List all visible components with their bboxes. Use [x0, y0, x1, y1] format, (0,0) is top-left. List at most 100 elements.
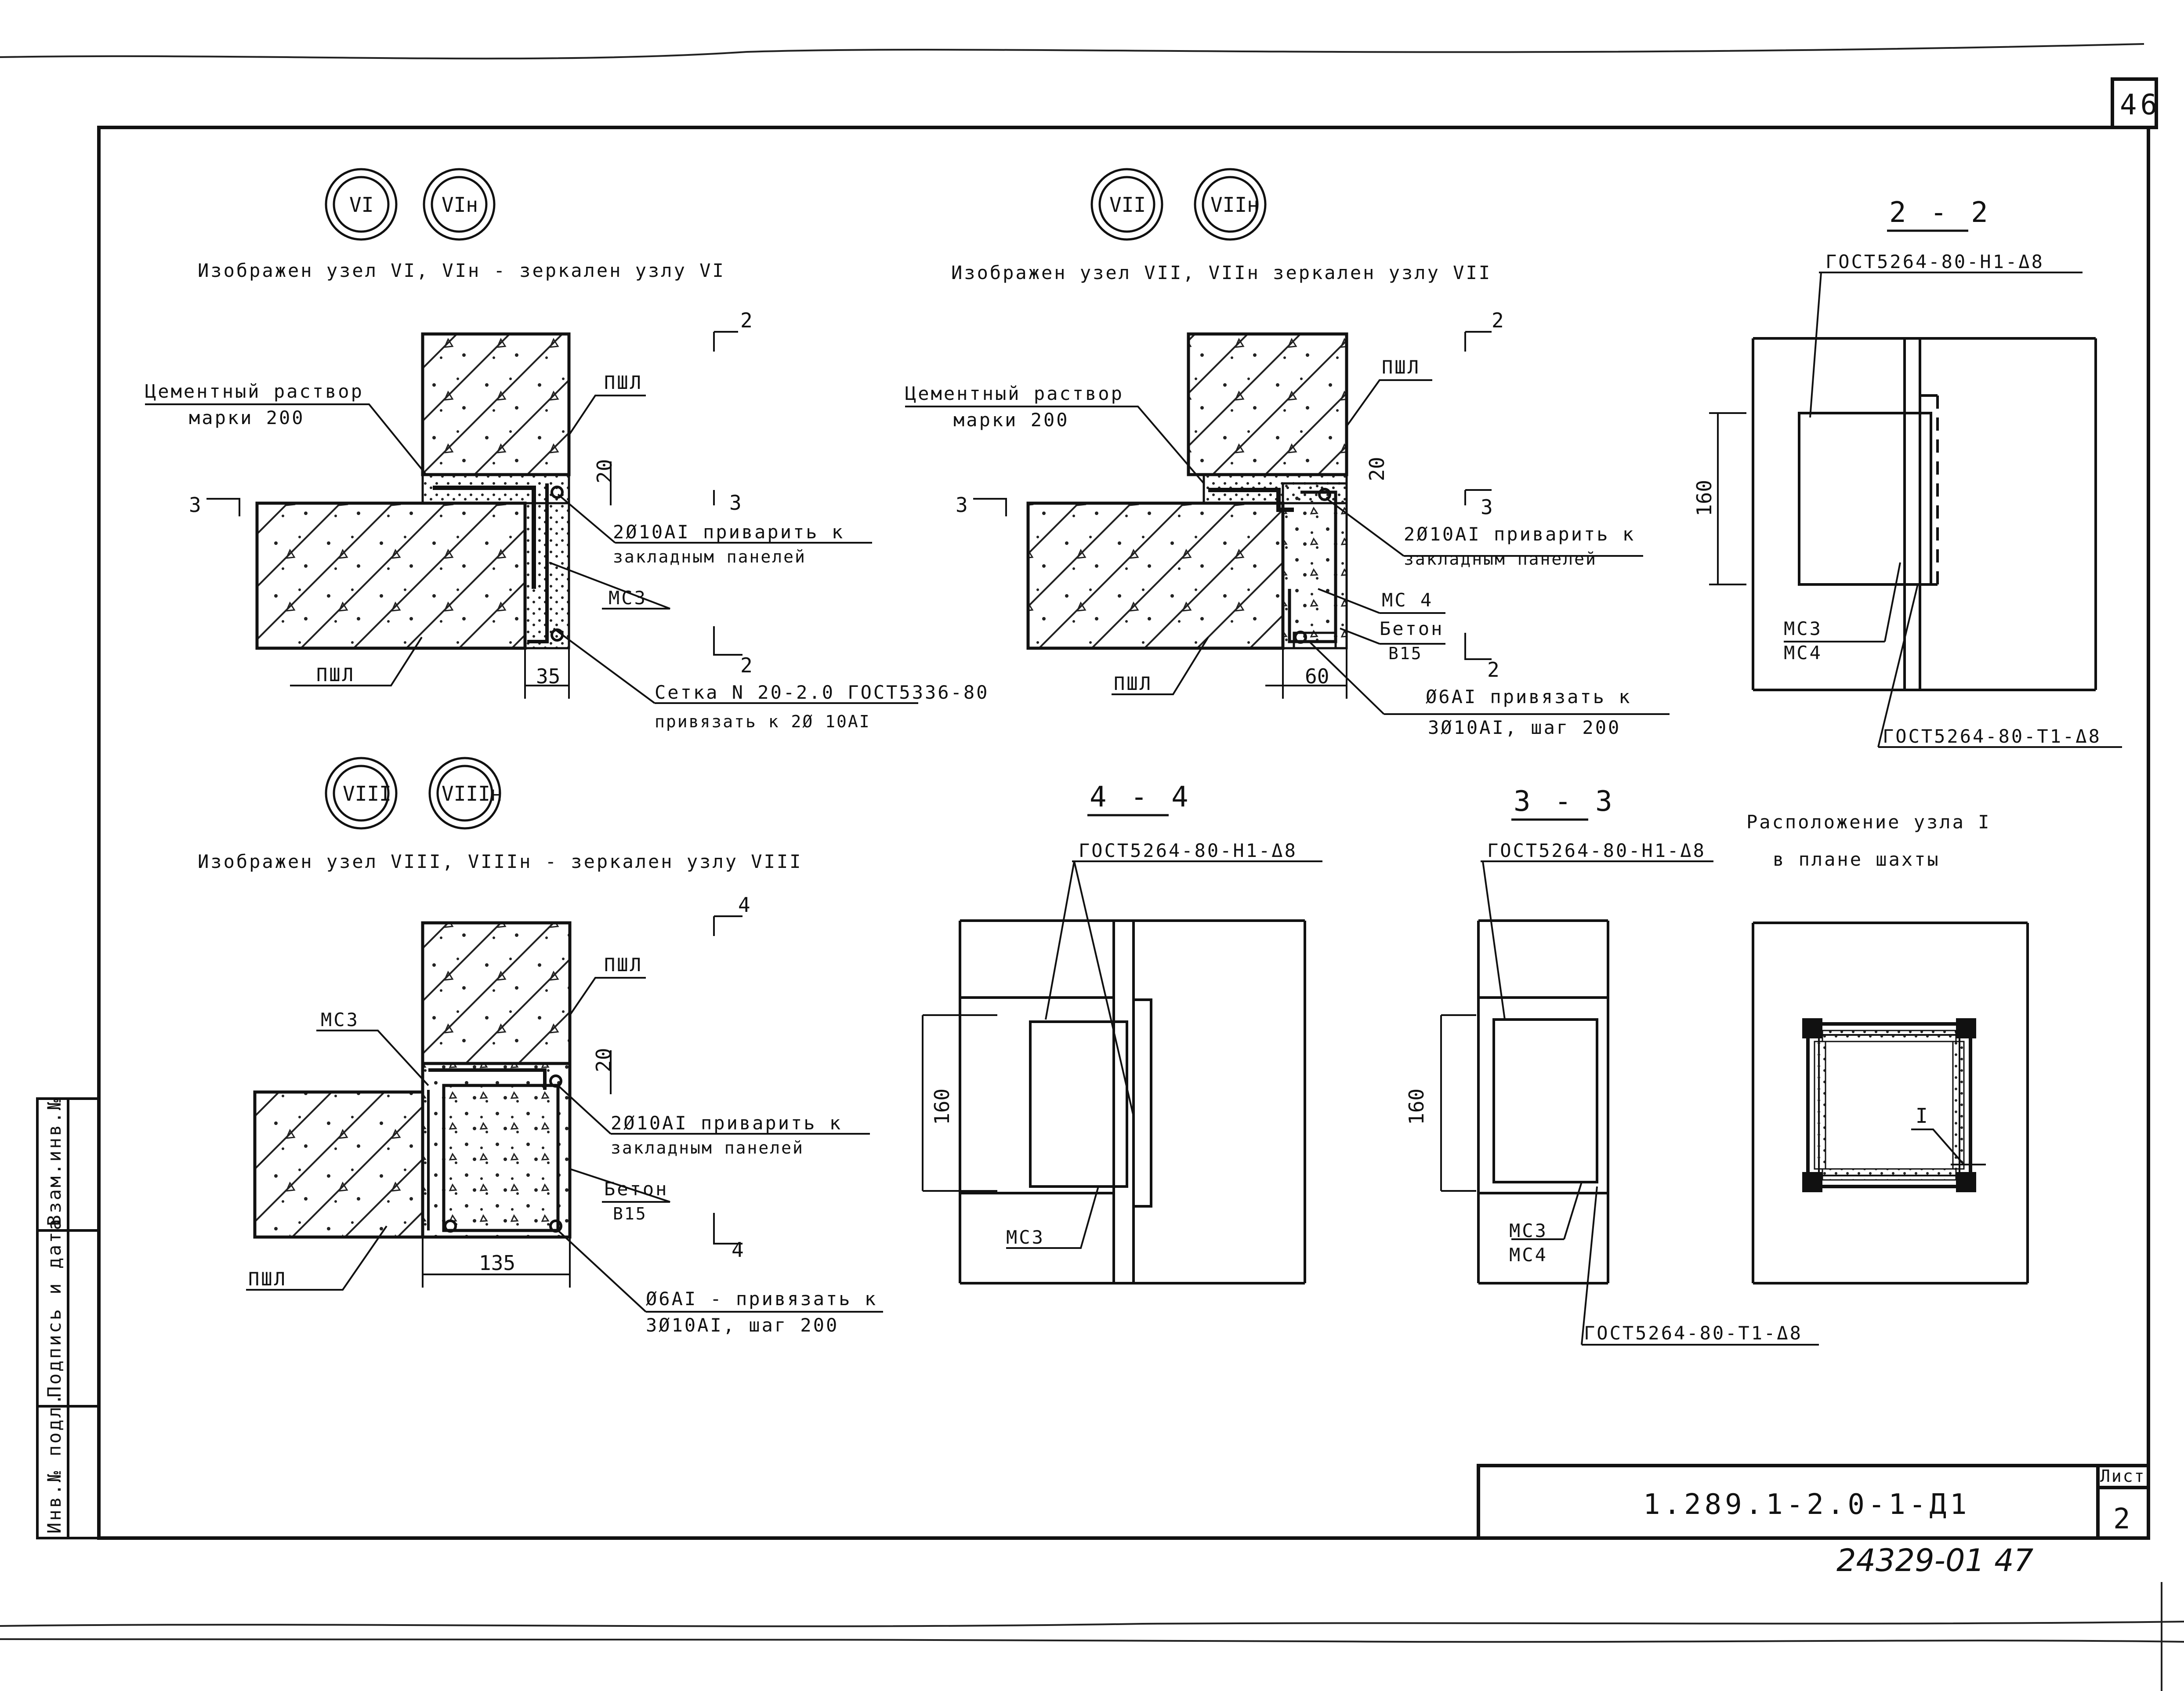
node-7-pshl-top: ПШЛ	[1382, 356, 1420, 378]
node-8-rebar-2: закладным панелей	[611, 1138, 804, 1158]
node-7-tie-1: Ø6АI привязать к	[1426, 686, 1632, 708]
stamp-col2: Подпись и дата	[43, 1217, 65, 1397]
node-7-cut2-top: 2	[1492, 308, 1504, 332]
section-22-title: 2 - 2	[1889, 196, 1992, 229]
node-8-badges	[325, 757, 501, 830]
node-6-pshl-top: ПШЛ	[604, 372, 643, 393]
section-44-mc: МС3	[1006, 1227, 1045, 1248]
node-7-concrete-class: В15	[1388, 644, 1423, 663]
node-7-mc: МС 4	[1382, 589, 1433, 611]
stamp-col3: Взам.инв.№	[43, 1097, 65, 1226]
node-7-mortar-1: Цементный раствор	[905, 383, 1124, 404]
node-7-mortar-2: марки 200	[953, 409, 1069, 431]
node-6-mesh-1: Сетка N 20-2.0 ГОСТ5336-80	[655, 682, 989, 703]
section-22-weld-top: ГОСТ5264-80-Н1-Δ8	[1825, 251, 2044, 272]
node-6-wall-panel	[421, 332, 571, 476]
section-22-weld-bottom: ГОСТ5264-80-Т1-Δ8	[1883, 726, 2101, 747]
corner-number: 46	[2120, 89, 2161, 121]
section-33-leaders	[1440, 860, 1819, 1346]
side-stamp	[36, 1097, 100, 1539]
node-8-embedded-plate	[428, 1068, 547, 1090]
node-7-concrete: Бетон	[1380, 618, 1444, 639]
node-8-pshl-top: ПШЛ	[604, 954, 643, 976]
node-6-dim-20: 20	[593, 459, 616, 483]
node-6-mortar-1: Цементный раствор	[145, 381, 364, 402]
node-7-caption: Изображен узел VII, VIIн зеркален узлу V…	[951, 262, 1492, 283]
node-7-badges	[1090, 168, 1267, 241]
node-8-pshl-bottom: ПШЛ	[248, 1268, 287, 1290]
node-6-badges	[325, 168, 496, 241]
node-6-pshl-bottom: ПШЛ	[316, 664, 355, 686]
node-8-dim-20: 20	[592, 1048, 616, 1072]
node-6-leaders	[145, 331, 918, 704]
section-44-drawing	[959, 919, 1306, 1285]
section-44-weld-top: ГОСТ5264-80-Н1-Δ8	[1079, 840, 1297, 861]
node-6-badge-a: VI	[349, 193, 373, 217]
node-7-leaders	[905, 331, 1670, 715]
section-44-title: 4 - 4	[1090, 781, 1192, 813]
plan-drawing	[1752, 922, 2029, 1285]
node-8-dim-135: 135	[479, 1251, 515, 1275]
node-6-mesh-2: привязать к 2Ø 10АI	[655, 712, 871, 731]
node-7-cut3-right: 3	[1481, 495, 1493, 519]
section-44-dim-160: 160	[930, 1089, 954, 1125]
node-6-caption: Изображен узел VI, VIн - зеркален узлу V…	[198, 260, 725, 281]
section-22-dim-160: 160	[1692, 480, 1716, 516]
node-8-caption: Изображен узел VIII, VIIIн - зеркален уз…	[198, 851, 802, 872]
node-7-rebar-2: закладным панелей	[1404, 549, 1597, 569]
node-8-badge-b: VIIIн	[442, 782, 502, 806]
node-6-dim-35: 35	[536, 664, 560, 688]
node-6-cut3-right: 3	[729, 491, 742, 515]
sheet-number: 2	[2113, 1503, 2134, 1535]
plan-node-mark: I	[1916, 1104, 1928, 1128]
section-33-mc-a: МС3	[1509, 1220, 1548, 1241]
node-7-badge-b: VIIн	[1210, 193, 1259, 217]
node-8-mc: МС3	[321, 1009, 359, 1031]
section-33-weld-bottom: ГОСТ5264-80-Т1-Δ8	[1584, 1322, 1803, 1344]
node-7-cut3-left: 3	[956, 493, 968, 517]
sheet-frame	[97, 77, 2158, 1540]
stamp-col1: Инв.№ подл.	[43, 1392, 65, 1534]
node-6-cut2-bottom: 2	[740, 653, 753, 677]
node-6-embedded-plate	[433, 486, 536, 589]
section-22-mc-a: МС3	[1784, 618, 1822, 639]
node-8-infill	[421, 1062, 572, 1239]
node-8-concrete: Бетон	[604, 1178, 668, 1200]
node-7-stirrup	[1293, 631, 1337, 650]
section-33-weld-top: ГОСТ5264-80-Н1-Δ8	[1487, 840, 1706, 861]
node-6-mc: МС3	[608, 587, 647, 609]
section-33-drawing	[1477, 919, 1609, 1285]
node-7-tie-2: 3Ø10АI, шаг 200	[1428, 717, 1621, 738]
node-7-cut2-bottom: 2	[1487, 658, 1499, 682]
node-6-badge-b: VIн	[442, 193, 478, 217]
archive-number: 24329-01 47	[1836, 1542, 2033, 1579]
plan-title-1: Расположение узла I	[1746, 811, 1991, 833]
plan-leaders	[1911, 1129, 1965, 1165]
node-8-cut4-top: 4	[738, 893, 750, 917]
section-22-leaders	[1709, 272, 2122, 748]
section-33-title: 3 - 3	[1514, 785, 1616, 818]
node-7-floor-panel	[1026, 501, 1285, 650]
node-7-rebar-1: 2Ø10АI приварить к	[1404, 523, 1635, 545]
node-6-rebar	[551, 486, 564, 499]
sheet-label: Лист	[2100, 1466, 2146, 1486]
title-block	[1477, 1464, 2150, 1540]
node-7-detail	[1026, 332, 1348, 699]
node-7-pshl-bottom: ПШЛ	[1114, 673, 1152, 694]
node-6-rebar-2: закладным панелей	[613, 547, 806, 566]
node-8-detail	[253, 921, 612, 1288]
node-8-tie-1: Ø6АI - привязать к	[646, 1288, 877, 1310]
node-7-embedded-plate	[1208, 488, 1294, 512]
node-8-concrete-class: В15	[613, 1204, 647, 1223]
drawing-designation: 1.289.1-2.0-1-Д1	[1643, 1488, 1970, 1521]
node-7-dim-20: 20	[1365, 457, 1389, 481]
node-6-cut3-left: 3	[189, 493, 201, 517]
section-33-mc-b: МС4	[1509, 1244, 1548, 1266]
node-6-detail	[255, 332, 612, 699]
plan-title-2: в плане шахты	[1773, 849, 1940, 870]
section-22-drawing	[1752, 337, 2097, 691]
node-6-mesh	[527, 483, 549, 643]
node-7-badge-a: VII	[1109, 193, 1146, 217]
node-8-wall-panel	[421, 921, 572, 1065]
